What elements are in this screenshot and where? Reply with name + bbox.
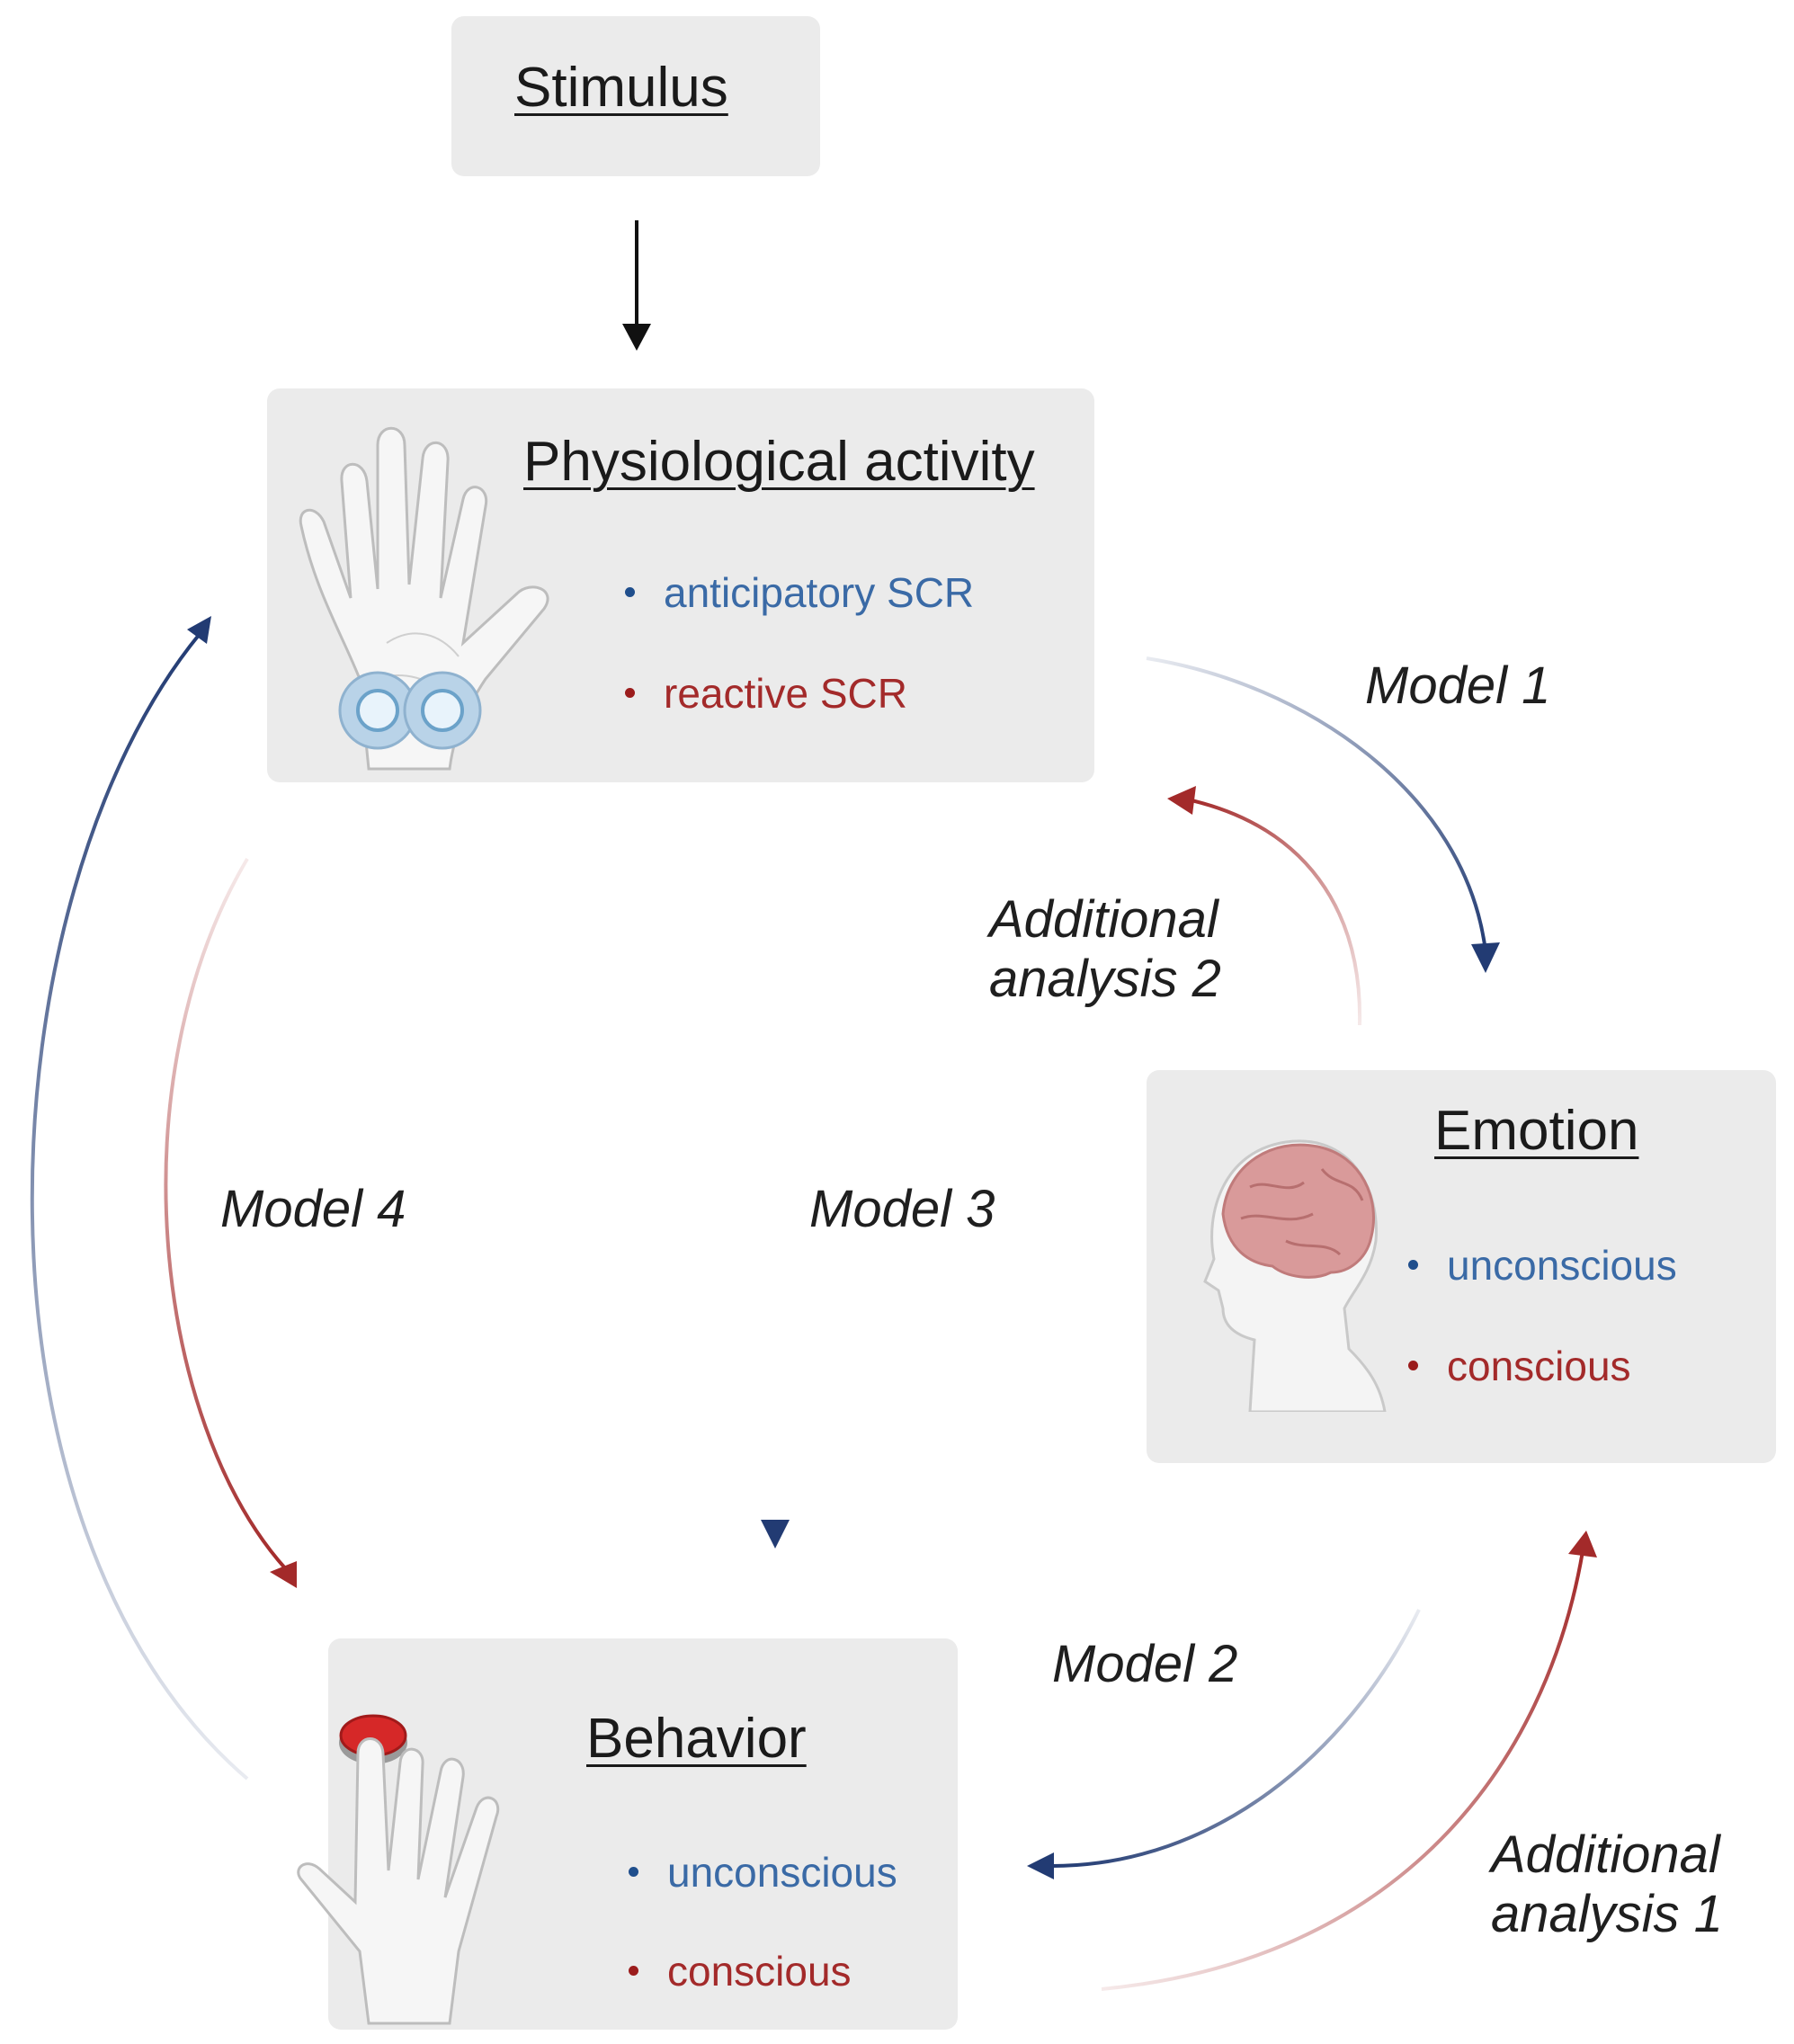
stimulus-arrow	[622, 220, 651, 351]
bullet-icon	[625, 587, 635, 598]
model1-arrow	[1146, 656, 1500, 973]
emotion-unconscious-item: unconscious	[1408, 1241, 1677, 1290]
hand-button-icon	[297, 1714, 500, 2025]
additional-analysis-1-line2: analysis 1	[1491, 1885, 1723, 1943]
additional-analysis-1-arrow	[1101, 1531, 1597, 1991]
model4-label: Model 4	[220, 1180, 406, 1238]
additional-analysis-2-arrow	[1167, 786, 1362, 1026]
bullet-icon	[629, 1867, 638, 1878]
model3-arrow	[761, 854, 790, 1549]
model2-label: Model 2	[1052, 1635, 1238, 1693]
bullet-icon	[625, 688, 635, 699]
stimulus-title: Stimulus	[514, 57, 728, 119]
model2-arrow	[1027, 1609, 1421, 1879]
additional-analysis-1-line1: Additional	[1491, 1825, 1720, 1884]
physiological-activity-title: Physiological activity	[523, 431, 1035, 493]
additional-analysis-2-line1: Additional	[989, 890, 1218, 949]
behavior-unconscious-item: unconscious	[629, 1848, 897, 1897]
bullet-icon	[629, 1966, 638, 1977]
bullet-icon	[1408, 1361, 1418, 1371]
additional-analysis-1-label: Additional analysis 1	[1491, 1825, 1723, 1944]
reactive-scr-item: reactive SCR	[625, 669, 907, 718]
model4-arrow	[164, 857, 297, 1588]
behavior-conscious-label: conscious	[667, 1948, 852, 1995]
reactive-scr-label: reactive SCR	[664, 670, 907, 717]
stimulus-box	[451, 16, 820, 176]
behavior-title: Behavior	[586, 1708, 807, 1770]
behavior-unconscious-label: unconscious	[667, 1849, 897, 1896]
additional-analysis-2-line2: analysis 2	[989, 950, 1221, 1008]
behavior-conscious-item: conscious	[629, 1947, 852, 1995]
emotion-conscious-item: conscious	[1408, 1342, 1631, 1390]
additional-analysis-2-label: Additional analysis 2	[989, 890, 1221, 1009]
emotion-title: Emotion	[1434, 1100, 1639, 1162]
model1-label: Model 1	[1365, 656, 1551, 715]
emotion-conscious-label: conscious	[1447, 1343, 1631, 1389]
outer-left-arrow	[30, 616, 249, 1781]
model3-label: Model 3	[809, 1180, 995, 1238]
bullet-icon	[1408, 1260, 1418, 1271]
hand-electrodes-icon	[299, 426, 549, 771]
anticipatory-scr-label: anticipatory SCR	[664, 569, 975, 616]
anticipatory-scr-item: anticipatory SCR	[625, 568, 974, 617]
head-brain-icon	[1203, 1139, 1387, 1412]
emotion-unconscious-label: unconscious	[1447, 1242, 1677, 1289]
